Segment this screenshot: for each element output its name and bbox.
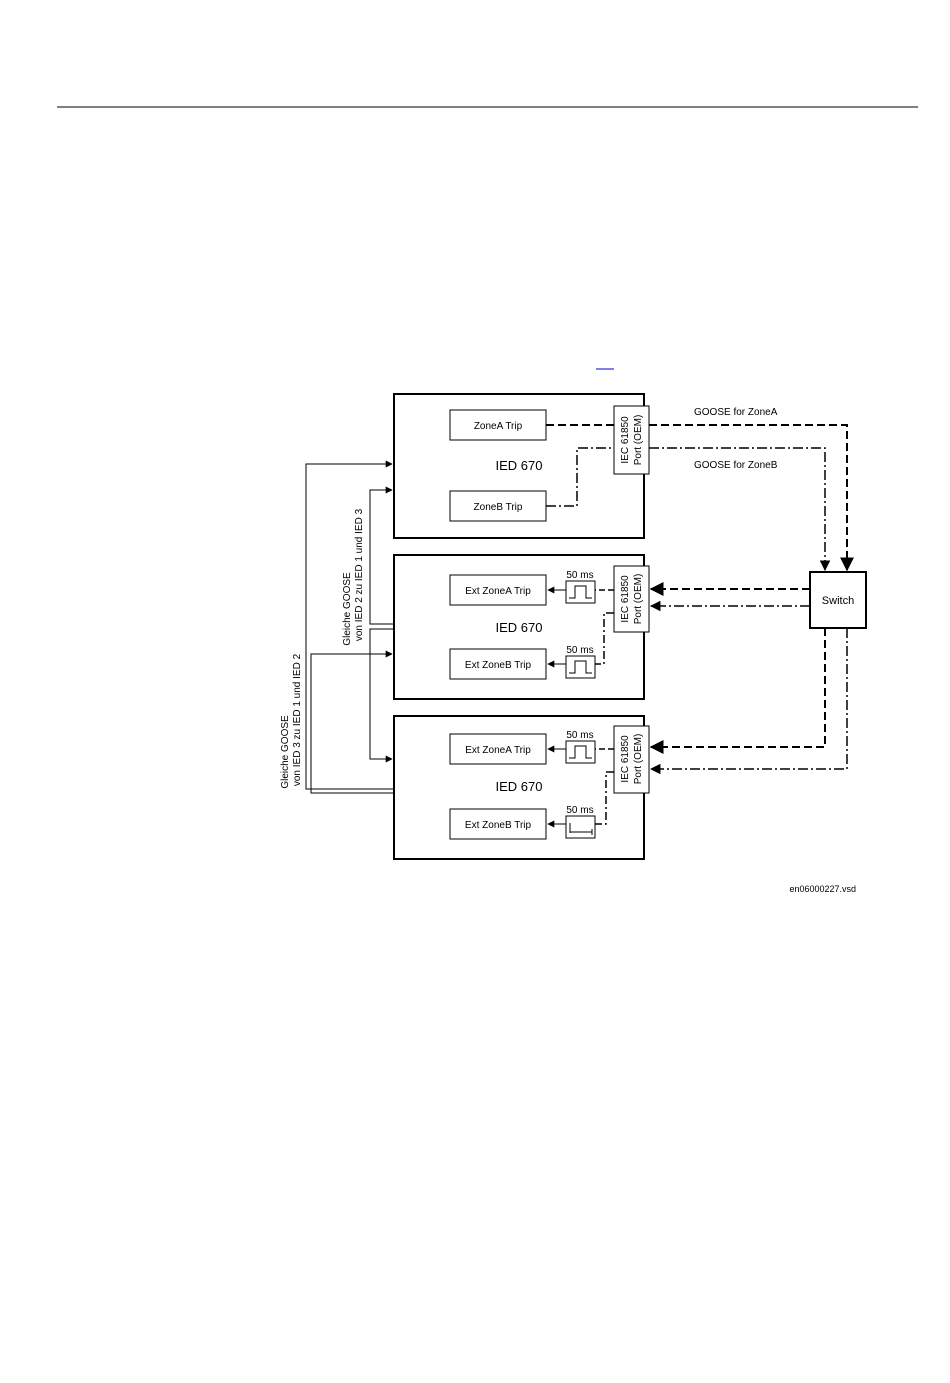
ied-3-ext-zonea-label: Ext ZoneA Trip [465,745,531,756]
ied3-to-ied1-line [305,460,394,790]
ied-2-port-line1: IEC 61850 [620,575,631,623]
ied-3-port-line1: IEC 61850 [620,735,631,783]
ied-2-port-to-pulse-b [595,612,614,665]
goose-ied2-note-line1: Gleiche GOOSE [342,572,353,646]
ied-2-pulse-b-icon [569,660,592,674]
ied2-to-ied1-line [369,486,394,625]
ied-1-zonea-trip-label: ZoneA Trip [474,421,523,432]
switch-box [809,571,867,629]
goose-zonea-label: GOOSE for ZoneA [694,407,778,418]
switch-to-ied3-zoneb [649,628,848,775]
ied-2-pulse-b-label: 50 ms [566,645,593,656]
ied-3-ext-zonea-box [449,733,547,765]
ied-1-port-line2: Port (OEM) [633,415,644,466]
ied-1-label: IED 670 [496,458,543,473]
ied-2-ext-zonea-box [449,574,547,606]
ied-1-port-line1: IEC 61850 [620,416,631,464]
ied3-to-ied2-line [310,650,394,794]
ied-3-port-box [613,725,650,794]
ied-3-block: IED 670 Ext ZoneA Trip Ext ZoneB Trip 50… [393,715,650,860]
ied-3-ext-zoneb-box [449,808,547,840]
goose-zoneb-uplink [649,447,831,572]
ied-3-port-to-timer-b [595,771,614,825]
ied-2-ext-zoneb-label: Ext ZoneB Trip [465,660,532,671]
ied-3-pulse-a-label: 50 ms [566,730,593,741]
ied-2-pulse-a-label: 50 ms [566,570,593,581]
ied-2-ext-zonea-label: Ext ZoneA Trip [465,586,531,597]
ied-3-ext-zoneb-label: Ext ZoneB Trip [465,820,532,831]
file-name-caption: en06000227.vsd [789,884,856,894]
ied-2-pulse-b-box [565,655,596,679]
ied-3-port-line2: Port (OEM) [633,734,644,785]
goose-zoneb-label: GOOSE for ZoneB [694,460,778,471]
goose-zonea-uplink [649,424,854,572]
ied-3-label: IED 670 [496,779,543,794]
ied-1-block: IED 670 ZoneA Trip ZoneB Trip IEC 61850 … [393,393,650,539]
ied-1-port-box [613,405,650,475]
ied-2-port-line2: Port (OEM) [633,574,644,625]
ied-3-timer-b-box [565,815,596,839]
goose-ied3-note-line1: Gleiche GOOSE [280,715,291,789]
ied-1-zoneb-trip-label: ZoneB Trip [474,502,523,513]
ied-3-timer-b-label: 50 ms [566,805,593,816]
goose-ied3-note-line2: von IED 3 zu IED 1 und IED 2 [292,653,303,786]
ied-2-pulse-a-icon [569,585,592,599]
ied-3-pulse-a-box [565,740,596,764]
ied-2-block: IED 670 Ext ZoneA Trip Ext ZoneB Trip 50… [393,554,650,700]
switch-to-ied3-zonea [649,628,826,754]
ied-2-label: IED 670 [496,620,543,635]
switch-label: Switch [822,595,854,607]
ied-2-pulse-a-box [565,580,596,604]
zoneb-to-port-line [546,447,614,507]
ied-3-pulse-a-icon [569,745,592,759]
ied2-to-ied3-line [369,628,394,763]
ied-3-timer-b-icon [569,823,593,835]
goose-ied2-note-line2: von IED 2 zu IED 1 und IED 3 [354,508,365,641]
ied-2-port-box [613,565,650,633]
ied-2-ext-zoneb-box [449,648,547,680]
